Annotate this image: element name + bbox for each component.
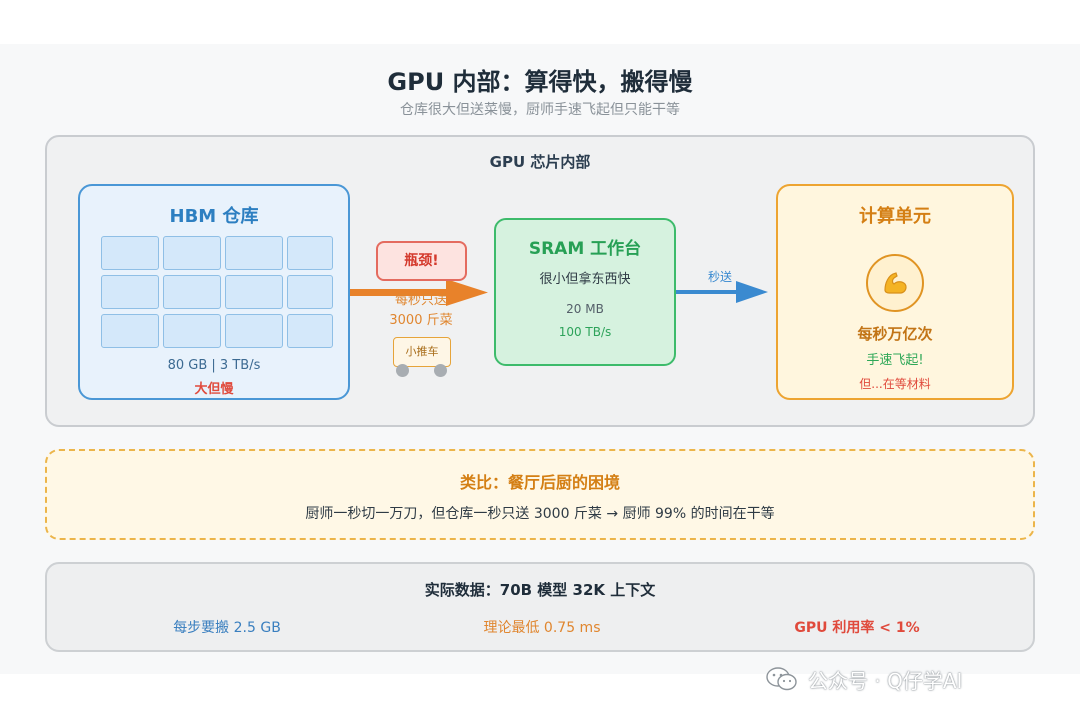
fast-transfer-label: 秒送 bbox=[707, 270, 732, 284]
page-title: GPU 内部：算得快，搬得慢 bbox=[387, 68, 693, 96]
storage-cell bbox=[163, 236, 221, 270]
stats-title: 实际数据：70B 模型 32K 上下文 bbox=[424, 581, 656, 599]
bottleneck-badge: 瓶颈! bbox=[376, 241, 467, 281]
hbm-note: 大但慢 bbox=[194, 382, 234, 397]
flexed-biceps-icon bbox=[866, 254, 924, 312]
storage-cell bbox=[225, 275, 283, 309]
hbm-warehouse-box: HBM 仓库 80 GB | 3 TB/s 大但慢 bbox=[78, 184, 350, 400]
sram-workbench-box: SRAM 工作台 很小但拿东西快 20 MB 100 TB/s bbox=[494, 218, 676, 366]
wechat-icon-shape bbox=[766, 667, 797, 691]
compute-unit-box: 计算单元 每秒万亿次 手速飞起! 但...在等材料 bbox=[776, 184, 1014, 400]
sram-description: 很小但拿东西快 bbox=[539, 272, 631, 287]
analogy-panel: 类比：餐厅后厨的困境 厨师一秒切一万刀，但仓库一秒只送 3000 斤菜 → 厨师… bbox=[45, 449, 1035, 540]
sram-bandwidth: 100 TB/s bbox=[558, 325, 612, 339]
watermark: 公众号 · Q仔学AI bbox=[766, 664, 962, 694]
storage-cell bbox=[101, 314, 159, 348]
stat-data-per-step: 每步要搬 2.5 GB bbox=[173, 620, 281, 636]
transfer-rate-line2: 3000 斤菜 bbox=[389, 313, 453, 328]
transfer-rate-label: 每秒只送 3000 斤菜 bbox=[378, 291, 464, 331]
cart-wheel bbox=[434, 364, 447, 377]
watermark-text: 公众号 · Q仔学AI bbox=[808, 668, 963, 693]
compute-wait-note: 但...在等材料 bbox=[859, 377, 931, 391]
analogy-text: 厨师一秒切一万刀，但仓库一秒只送 3000 斤菜 → 厨师 99% 的时间在干等 bbox=[305, 506, 775, 522]
flexed-biceps-icon-shape bbox=[884, 272, 907, 294]
sram-title: SRAM 工作台 bbox=[528, 239, 642, 259]
cart-wheel bbox=[396, 364, 409, 377]
compute-fast-note: 手速飞起! bbox=[866, 353, 924, 368]
sram-size: 20 MB bbox=[566, 302, 604, 316]
storage-cell bbox=[101, 236, 159, 270]
storage-cell bbox=[225, 314, 283, 348]
wechat-icon bbox=[766, 666, 798, 692]
hbm-spec: 80 GB | 3 TB/s bbox=[167, 358, 261, 373]
storage-cell bbox=[287, 314, 333, 348]
stat-min-latency: 理论最低 0.75 ms bbox=[483, 620, 601, 636]
storage-cell bbox=[163, 275, 221, 309]
storage-cell bbox=[225, 236, 283, 270]
compute-rate: 每秒万亿次 bbox=[857, 325, 933, 343]
chip-title: GPU 芯片内部 bbox=[489, 153, 591, 171]
compute-title: 计算单元 bbox=[859, 206, 931, 227]
analogy-title: 类比：餐厅后厨的困境 bbox=[459, 473, 620, 492]
storage-cell bbox=[163, 314, 221, 348]
hbm-storage-grid bbox=[101, 236, 333, 348]
storage-cell bbox=[287, 275, 333, 309]
storage-cell bbox=[101, 275, 159, 309]
page-subtitle: 仓库很大但送菜慢，厨师手速飞起但只能干等 bbox=[400, 102, 680, 118]
transfer-rate-line1: 每秒只送 bbox=[394, 293, 447, 308]
stats-panel: 实际数据：70B 模型 32K 上下文 每步要搬 2.5 GB 理论最低 0.7… bbox=[45, 562, 1035, 652]
hbm-title: HBM 仓库 bbox=[169, 206, 259, 227]
stat-gpu-utilization: GPU 利用率 < 1% bbox=[794, 620, 920, 636]
cart-box: 小推车 bbox=[393, 337, 451, 367]
storage-cell bbox=[287, 236, 333, 270]
